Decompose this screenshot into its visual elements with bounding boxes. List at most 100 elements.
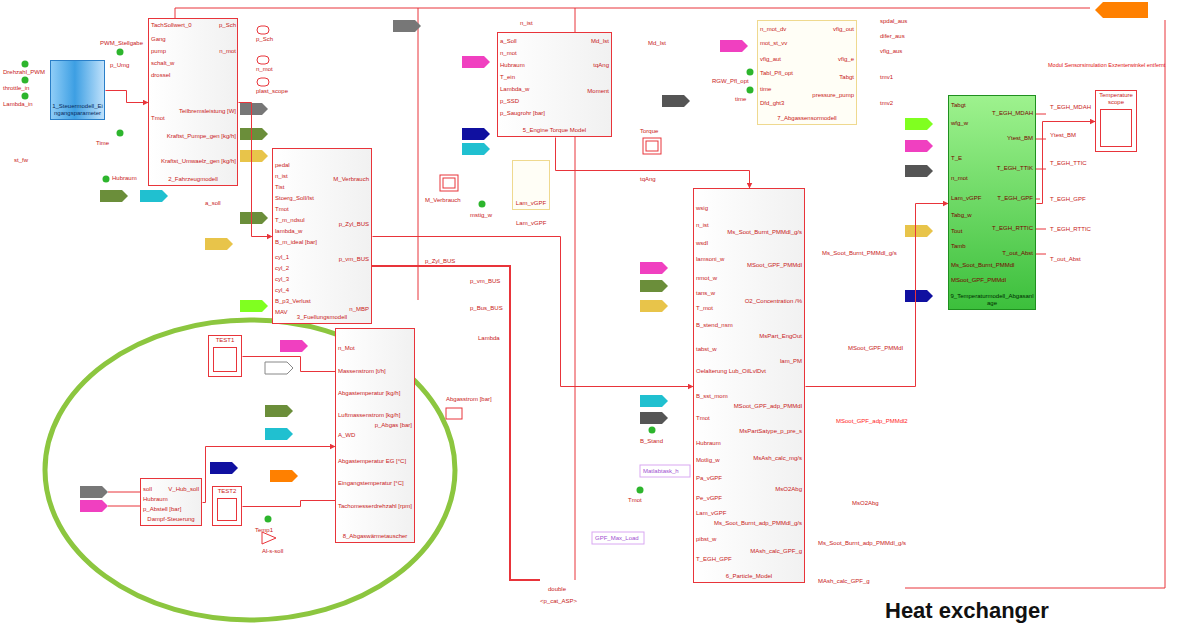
signal-label: B_stend_nsm — [696, 322, 733, 329]
signal-line — [243, 501, 336, 507]
signal-label: cyl_2 — [275, 265, 289, 272]
signal-label: n_mot — [219, 48, 236, 55]
signal-label: schalt_w — [151, 60, 174, 67]
signal-line — [243, 357, 336, 372]
signal-label: throttle_in — [3, 85, 29, 92]
signal-label: tmv1 — [880, 74, 893, 81]
from-tag — [640, 300, 668, 312]
goto-tag — [240, 103, 268, 115]
signal-label: Lambda_w — [500, 86, 529, 93]
constant-dot — [22, 77, 29, 84]
signal-label: Tout — [951, 228, 962, 235]
signal-label: MsPartSatype_p_pre_s — [739, 428, 802, 435]
constant-dot — [22, 61, 29, 68]
signal-label: Ms_Soot_Burnt_PMMdl — [951, 262, 1014, 269]
signal-label: n_mot_dv — [760, 26, 786, 33]
signal-label: Tmot — [696, 415, 710, 422]
from-tag — [905, 165, 933, 177]
signal-label: wsdl — [696, 240, 708, 247]
signal-label: pibst_w — [696, 536, 716, 543]
signal-label: MsO2Abg — [775, 486, 802, 493]
signal-label: p_Bus_BUS — [470, 305, 503, 312]
block-title: Dampf-Steuerung — [142, 516, 200, 523]
signal-label: pressure_pump — [812, 92, 854, 99]
signal-label: Tmot — [151, 115, 165, 122]
signal-label: Hubraum — [500, 62, 525, 69]
constant-dot — [265, 516, 272, 523]
signal-label: time — [735, 96, 746, 103]
from-tag — [905, 140, 933, 152]
outport-icon — [257, 78, 269, 86]
subsystem-block: 5_Engine Torque Model — [497, 32, 612, 137]
signal-label: Lambda_in — [3, 101, 33, 108]
signal-label: p_Sch — [219, 22, 236, 29]
tag-box — [640, 465, 690, 477]
signal-label: double — [548, 586, 566, 593]
scope-block: TEST2 — [212, 486, 242, 526]
signal-label: Ytest_BM — [1050, 132, 1076, 139]
signal-label: Tmot — [628, 497, 642, 504]
signal-label: Hubraum — [112, 175, 137, 182]
signal-label: Moment — [587, 88, 609, 95]
signal-label: Tabl_Pfl_opt — [760, 70, 793, 77]
from-tag — [140, 190, 168, 202]
signal-label: cyl_1 — [275, 254, 289, 261]
signal-line — [556, 138, 750, 189]
from-tag — [270, 470, 298, 482]
signal-label: B_sst_mom — [696, 393, 728, 400]
from-tag — [905, 225, 933, 237]
signal-label: Stoerg_Soll/Ist — [275, 195, 314, 202]
signal-label: tabst_w — [696, 346, 717, 353]
signal-label: lam_PM — [780, 358, 802, 365]
signal-label: vfig_aus — [880, 48, 902, 55]
goto-tag — [1095, 2, 1148, 18]
signal-label: n_ist — [520, 20, 533, 27]
from-tag — [462, 56, 490, 68]
signal-label: time — [760, 86, 771, 93]
scope-block: Temperature scope — [1095, 90, 1137, 152]
block-title: 7_Abgassensormodell — [759, 115, 855, 122]
from-tag — [640, 262, 668, 274]
signal-label: O2_Concentration /% — [745, 298, 802, 305]
goto-tag — [240, 150, 268, 162]
block-title: 1_Steuermodell_Eingangsparameter — [52, 103, 103, 117]
from-tag — [265, 428, 293, 440]
signal-label: MsPart_EngOut — [759, 333, 802, 340]
constant-dot — [747, 87, 754, 94]
goto-tag — [662, 95, 690, 107]
signal-label: Oelalterung Lub_OilLvlDvt — [696, 368, 766, 375]
outport-icon — [257, 26, 269, 34]
signal-label: Tabgt — [839, 74, 854, 81]
signal-label: <p_cat_ASP> — [540, 598, 577, 605]
signal-label: lamsoni_w — [696, 256, 724, 263]
signal-label: Tist — [275, 184, 284, 191]
title-group: 5_Engine Torque Model — [499, 127, 610, 134]
signal-label: tmv2 — [880, 100, 893, 107]
from-tag — [905, 290, 933, 302]
signal-label: n_mot — [951, 175, 968, 182]
signal-label: vfig_e — [838, 56, 854, 63]
signal-label: Ms_Soot_Burnt_PMMdl_g/s — [822, 250, 897, 257]
signal-label: MSoot_GPF_PMMdl — [747, 262, 802, 269]
signal-label: Ms_Soot_Burnt_adp_PMMdl_g/s — [714, 520, 802, 527]
signal-label: Tamb — [951, 243, 966, 250]
signal-label: T_E — [951, 155, 962, 162]
block-title: TEST1 — [210, 337, 240, 344]
signal-label: vfig_out — [833, 26, 854, 33]
tag-box — [592, 532, 644, 544]
signal-label: Al-s-soll — [262, 548, 283, 555]
signal-label: Ytest_BM — [1007, 135, 1033, 142]
signal-label: Matlabtask_h — [643, 468, 679, 475]
signal-label: T_out_Abst — [1050, 256, 1081, 263]
signal-label: MsO2Abg — [852, 500, 879, 507]
signal-label: st_fw — [14, 157, 28, 164]
signal-label: Lam_vGPF — [696, 510, 726, 517]
signal-label: MAsh_calc_GPF_g — [818, 578, 870, 585]
title-group: Temperature scope — [1096, 91, 1136, 106]
scope-icon — [443, 178, 455, 188]
signal-label: Tabgt — [951, 102, 966, 109]
signal-wire — [905, 20, 1165, 588]
block-title: 8_Abgaswärmetauscher — [337, 533, 413, 540]
signal-label: MSoot_GPF_PMMdl — [951, 277, 1006, 284]
signal-label: T_m_ndsul — [275, 217, 305, 224]
